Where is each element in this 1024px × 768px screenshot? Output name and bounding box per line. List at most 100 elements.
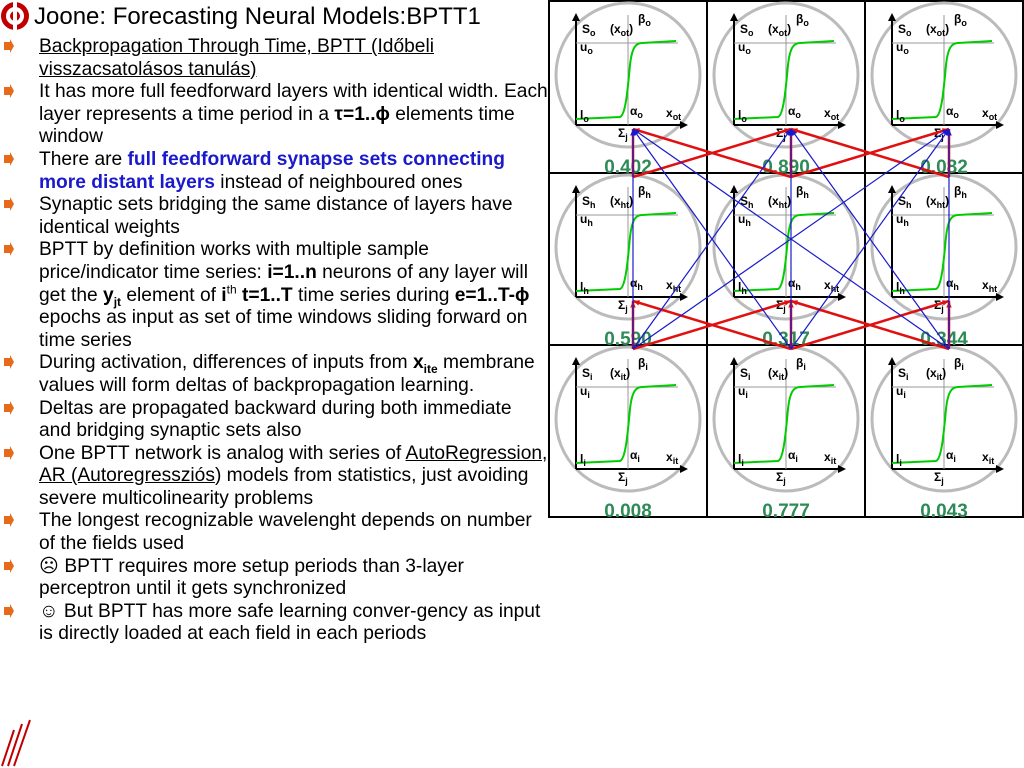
state-label: Sh [582,194,596,210]
state-arg-label: (xht) [768,194,791,210]
lower-limit-label: li [580,452,586,468]
arrow-right-icon [996,465,1004,473]
sum-label: Σj [776,470,786,486]
state-label: So [898,22,912,38]
arrow-up-icon [572,357,580,365]
state-arg-label: (xit) [926,366,946,382]
arrow-up-icon [730,13,738,21]
beta-label: βh [796,184,809,200]
logo-icon [1,2,29,30]
synapse-link [790,127,950,179]
list-item: ☹ BPTT requires more setup periods than … [0,556,548,601]
synapse-link [790,128,950,350]
upper-limit-label: ui [738,384,748,400]
beta-label: βi [954,356,964,372]
sigmoid-curve [891,40,993,120]
alpha-label: αo [788,104,801,120]
state-arg-label: (xot) [926,22,949,38]
arrow-bullet-icon [3,83,15,99]
sum-label: Σj [618,298,628,314]
list-item: Synaptic sets bridging the same distance… [0,194,548,239]
arrow-right-icon [680,293,688,301]
bullet-list: Backpropagation Through Time, BPTT (Időb… [0,36,548,646]
state-label: Sh [740,194,754,210]
synapse-link [632,127,792,179]
upper-limit-label: uh [738,212,751,228]
list-item: ☺ But BPTT has more safe learning conver… [0,601,548,646]
upper-limit-label: uh [896,212,909,228]
sigmoid-curve [891,212,993,292]
arrowhead-icon [633,300,640,306]
arrow-bullet-icon [3,241,15,257]
lower-limit-label: lo [896,108,905,124]
input-label: xot [666,106,681,122]
alpha-label: αi [946,448,956,464]
sigmoid-curve [575,212,677,292]
state-label: So [740,22,754,38]
output-value: 0.008 [604,501,652,518]
arrowhead-icon [791,300,798,306]
input-label: xot [824,106,839,122]
arrowhead-icon [633,129,640,135]
slide-title: Joone: Forecasting Neural Models:BPTT1 [34,3,481,30]
alpha-label: αi [630,448,640,464]
beta-label: βh [638,184,651,200]
arrow-up-icon [888,185,896,193]
state-arg-label: (xit) [768,366,788,382]
arrow-up-icon [572,185,580,193]
arrow-bullet-icon [3,151,15,167]
arrowhead-icon [784,128,791,134]
upper-limit-label: uo [896,40,909,56]
lower-limit-label: lh [738,280,747,296]
arrow-up-icon [888,13,896,21]
arrow-bullet-icon [3,38,15,54]
arrowhead-icon [784,300,791,306]
state-arg-label: (xht) [926,194,949,210]
input-label: xit [666,450,678,466]
state-label: Si [898,366,909,382]
arrowhead-icon [946,129,952,136]
bptt-link[interactable]: Backpropagation Through Time, BPTT (Időb… [39,36,434,80]
state-label: Si [740,366,751,382]
arrow-right-icon [838,293,846,301]
input-label: xht [824,278,839,294]
arrow-bullet-icon [3,603,15,619]
input-label: xot [982,106,997,122]
list-item: Deltas are propagated backward during bo… [0,398,548,443]
sigmoid-curve [733,40,835,120]
arrow-right-icon [838,465,846,473]
upper-limit-label: uo [738,40,751,56]
arrow-up-icon [730,185,738,193]
beta-label: βo [796,12,809,28]
input-label: xit [824,450,836,466]
output-value: 0.777 [762,501,810,518]
arrow-right-icon [838,121,846,129]
arrowhead-icon [942,300,949,306]
input-label: xit [982,450,994,466]
upper-limit-label: uo [580,40,593,56]
synapse-link [632,128,792,350]
beta-label: βh [954,184,967,200]
synapse-link [632,128,950,350]
arrowhead-icon [791,129,797,136]
state-label: Si [582,366,593,382]
lower-limit-label: lh [896,280,905,296]
alpha-label: αi [788,448,798,464]
lower-limit-label: lo [738,108,747,124]
beta-label: βi [638,356,648,372]
alpha-label: αo [946,104,959,120]
beta-label: βo [638,12,651,28]
beta-label: βi [796,356,806,372]
list-item: There are full feedforward synapse sets … [0,149,548,194]
arrow-bullet-icon [3,400,15,416]
arrow-right-icon [996,121,1004,129]
beta-label: βo [954,12,967,28]
state-arg-label: (xot) [768,22,791,38]
state-arg-label: (xot) [610,22,633,38]
autoregression-link[interactable]: AutoRegression, AR (Autoregressziós [39,442,548,487]
state-arg-label: (xht) [610,194,633,210]
state-arg-label: (xit) [610,366,630,382]
lower-limit-label: lh [580,280,589,296]
state-label: Sh [898,194,912,210]
synapse-link [632,299,792,351]
